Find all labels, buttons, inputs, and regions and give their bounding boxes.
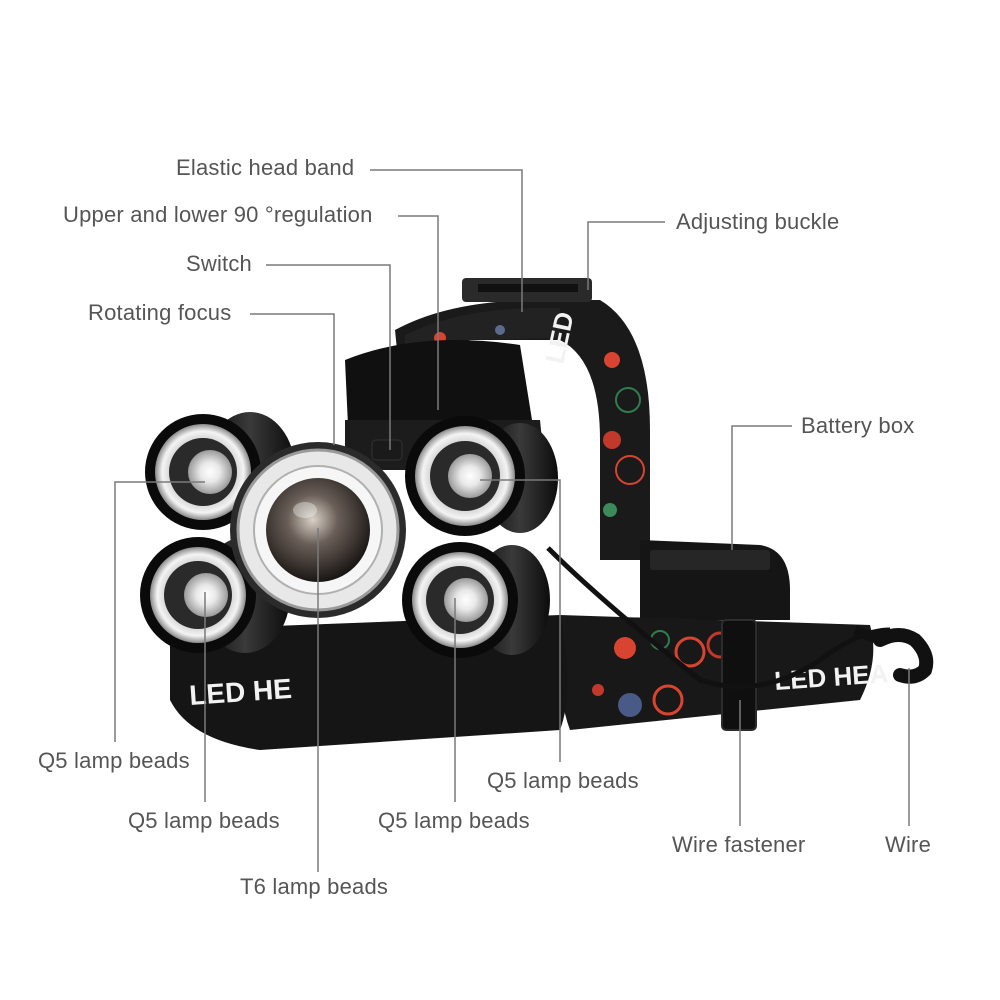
rear-strap: LED HEA: [558, 615, 889, 730]
q5-lamp-upper-right: [405, 416, 558, 536]
leader-elastic-head-band: [370, 169, 523, 312]
wire-fastener: [721, 619, 757, 731]
wire: [546, 546, 934, 690]
elastic-head-band: [395, 300, 650, 560]
label-wire-fastener: Wire fastener: [672, 832, 806, 857]
label-rotating-focus: Rotating focus: [88, 300, 232, 325]
battery-box: [640, 540, 790, 620]
leader-lines: [114, 169, 910, 872]
leader-rotating-focus: [250, 313, 335, 445]
q5-lamp-lower-left: [140, 537, 290, 653]
leader-q5-upper-left: [114, 481, 205, 742]
label-adjusting-buckle: Adjusting buckle: [676, 209, 840, 234]
adjusting-buckle: [462, 278, 592, 302]
leader-adjusting-buckle: [587, 221, 665, 290]
label-switch: Switch: [186, 251, 252, 276]
switch: [371, 439, 403, 461]
label-q5-lamp-beads-right-top: Q5 lamp beads: [487, 768, 639, 793]
q5-lamp-lower-right: [402, 542, 550, 658]
label-t6-lamp-beads: T6 lamp beads: [240, 874, 389, 899]
label-battery-box: Battery box: [801, 413, 915, 438]
label-upper-lower-regulation: Upper and lower 90 °regulation: [63, 202, 373, 227]
leader-q5-upper-right: [480, 479, 561, 762]
leader-upper-lower-regulation: [398, 215, 439, 410]
label-elastic-head-band: Elastic head band: [176, 155, 355, 180]
label-q5-lamp-beads-right-bottom: Q5 lamp beads: [378, 808, 530, 833]
label-wire: Wire: [885, 832, 932, 857]
leader-switch: [266, 264, 391, 450]
label-q5-lamp-beads-left-bottom: Q5 lamp beads: [128, 808, 280, 833]
label-q5-lamp-beads-left-top: Q5 lamp beads: [38, 748, 190, 773]
leader-battery-box: [731, 425, 792, 550]
